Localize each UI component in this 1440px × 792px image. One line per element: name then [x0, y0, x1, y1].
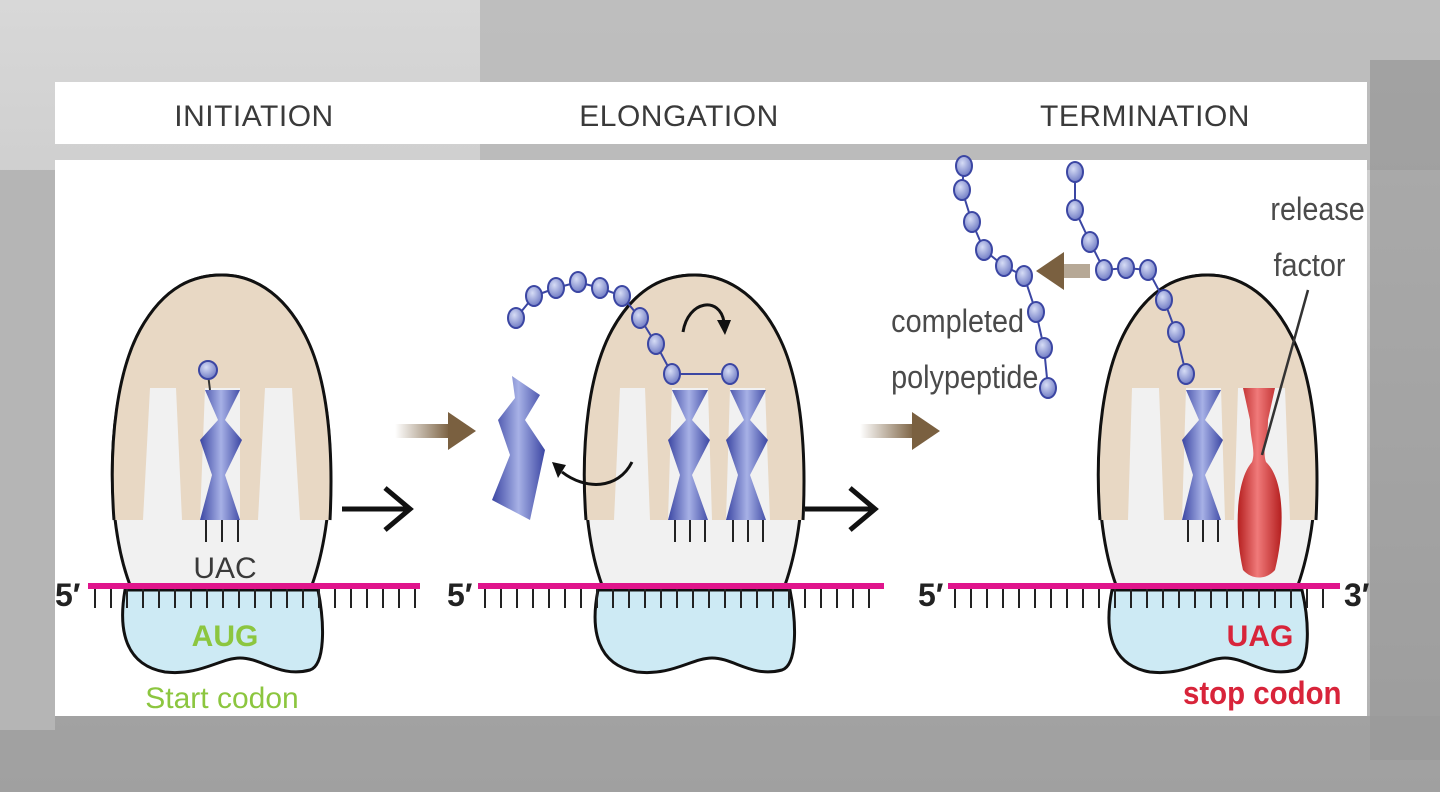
anticodon-label: UAC: [193, 552, 256, 585]
start-codon-sequence: AUG: [192, 620, 259, 653]
amino-acid: [1167, 321, 1185, 343]
amino-acid: [1035, 337, 1053, 359]
release-factor-label-line2: factor: [1273, 248, 1345, 284]
trna-a-site: [726, 390, 768, 520]
peptide-bond-line: [960, 165, 1049, 389]
amino-acid: [198, 360, 218, 380]
amino-acid: [1066, 161, 1084, 183]
elongation-title: ELONGATION: [579, 100, 779, 133]
three-prime-label: 3′: [1344, 577, 1370, 613]
five-prime-label: 5′: [918, 577, 944, 613]
step-arrow: [342, 486, 414, 532]
amino-acid: [1155, 289, 1173, 311]
amino-acid: [1015, 265, 1033, 287]
release-factor-label-line1: release: [1270, 192, 1364, 228]
trna-exit-arrow: [561, 461, 634, 486]
elongation-polypeptide: [507, 271, 739, 385]
amino-acid: [1117, 257, 1135, 279]
peptide-bond-line: [515, 280, 730, 375]
amino-acid: [569, 271, 587, 293]
amino-acid: [591, 277, 609, 299]
amino-acid: [613, 285, 631, 307]
amino-acid: [647, 333, 665, 355]
trna-p-site: [668, 390, 710, 520]
amino-acid: [1066, 199, 1084, 221]
amino-acid: [721, 363, 739, 385]
start-codon-caption: Start codon: [145, 682, 298, 715]
amino-acid: [525, 285, 543, 307]
amino-acid: [1177, 363, 1195, 385]
exiting-trna: [492, 376, 545, 520]
trna: [1182, 390, 1223, 520]
initiation-ribosome: [110, 273, 333, 675]
trna: [200, 390, 242, 520]
polypeptide-label-line1: completed: [891, 304, 1024, 340]
amino-acid: [1039, 377, 1057, 399]
transition-arrow: [860, 412, 940, 450]
amino-acid: [975, 239, 993, 261]
termination-polypeptide: [1066, 161, 1195, 385]
initiation-title: INITIATION: [174, 100, 334, 133]
five-prime-label: 5′: [447, 577, 473, 613]
termination-title: TERMINATION: [1040, 100, 1250, 133]
large-subunit-upper: [1098, 275, 1317, 520]
small-subunit: [1107, 588, 1309, 675]
polypeptide-label-line2: polypeptide: [891, 360, 1038, 396]
small-subunit: [593, 588, 797, 675]
amino-acid: [953, 179, 971, 201]
five-prime-label: 5′: [55, 577, 81, 613]
amino-acid: [995, 255, 1013, 277]
initiation-mrna: [88, 583, 420, 608]
amino-acid: [663, 363, 681, 385]
amino-acid: [955, 155, 973, 177]
stop-codon-sequence: UAG: [1227, 620, 1294, 653]
amino-acid: [1139, 259, 1157, 281]
phase-header-band: [55, 82, 1367, 144]
termination-mrna: [948, 583, 1340, 608]
peptide-transfer-arrow: [681, 303, 726, 333]
amino-acid: [963, 211, 981, 233]
large-subunit-upper: [112, 275, 331, 520]
step-arrow: [805, 486, 879, 532]
transition-arrow: [395, 412, 476, 450]
stop-codon-caption: stop codon: [1183, 675, 1342, 711]
amino-acid: [1081, 231, 1099, 253]
amino-acid: [631, 307, 649, 329]
amino-acid: [1027, 301, 1045, 323]
amino-acid: [1095, 259, 1113, 281]
termination-ribosome: [1096, 273, 1319, 675]
release-arrow: [1036, 252, 1090, 290]
elongation-mrna: [478, 583, 884, 608]
released-polypeptide: [953, 155, 1057, 399]
elongation-ribosome: [552, 273, 806, 675]
small-subunit: [121, 588, 325, 675]
release-factor-pointer: [1260, 289, 1310, 456]
large-subunit-upper: [584, 275, 804, 520]
release-factor: [1237, 388, 1282, 578]
amino-acid: [547, 277, 565, 299]
amino-acid: [507, 307, 525, 329]
